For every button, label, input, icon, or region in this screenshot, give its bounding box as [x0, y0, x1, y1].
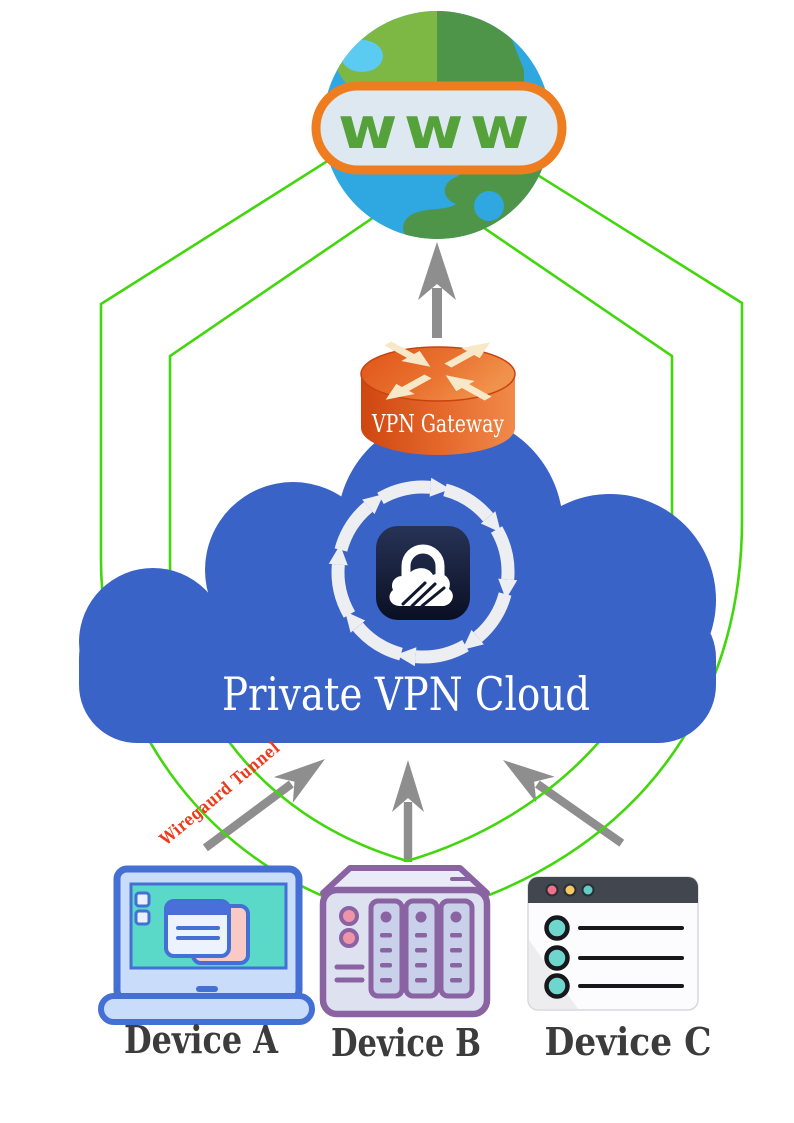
- device-c-tunnel-arrow: [503, 760, 625, 847]
- device-b-tunnel-arrow: [392, 760, 424, 862]
- padlock-badge-icon: [376, 526, 470, 620]
- gateway-label: VPN Gateway: [371, 410, 504, 438]
- www-label: www: [338, 94, 536, 162]
- device-c-label: Device C: [545, 1019, 712, 1064]
- device-a-label: Device A: [124, 1017, 278, 1062]
- cloud-icon: [79, 414, 716, 743]
- browser-window-icon: [527, 876, 699, 1011]
- nas-server-icon: [319, 865, 491, 1018]
- www-pill: [311, 81, 567, 175]
- globe-icon: www: [311, 11, 567, 239]
- uplink-arrow: [418, 242, 456, 338]
- cloud-label: Private VPN Cloud: [222, 667, 590, 721]
- device-b-label: Device B: [331, 1020, 481, 1065]
- router-cylinder-icon: VPN Gateway: [360, 337, 516, 455]
- laptop-icon: [98, 865, 315, 1025]
